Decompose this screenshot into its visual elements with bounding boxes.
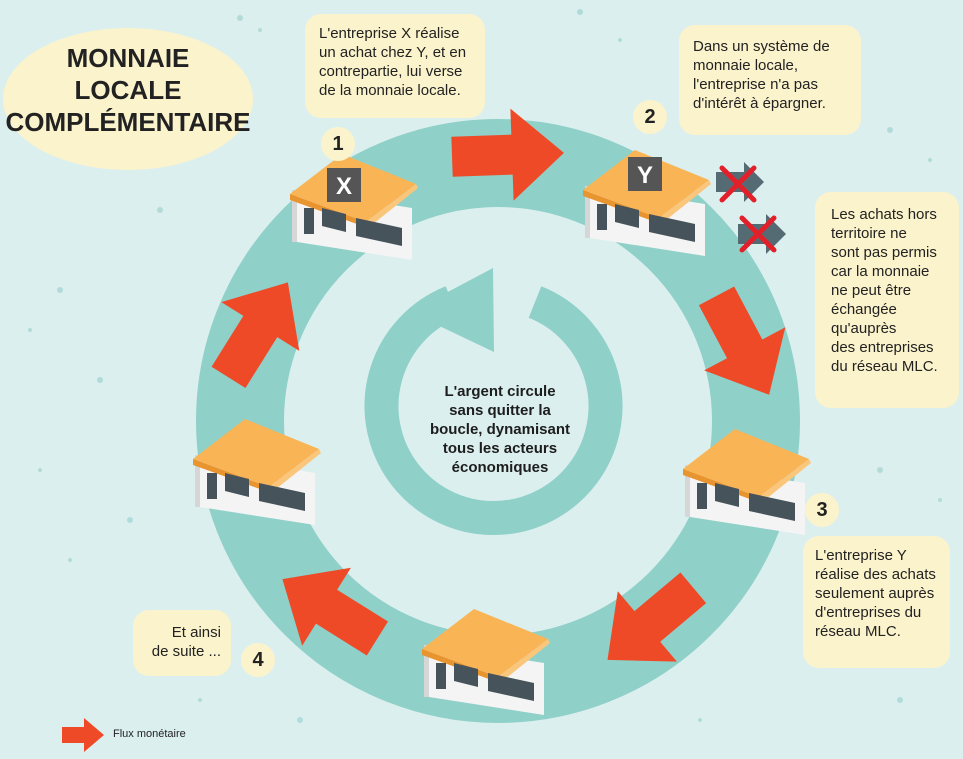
flow-arrow-5 [211, 282, 300, 389]
side-note-text-line: échangée [831, 301, 897, 318]
step-2-number: 2 [633, 100, 667, 134]
step-2-bubble: Dans un système de monnaie locale, l'ent… [679, 25, 861, 135]
flow-arrow-4 [282, 567, 389, 656]
side-note-bubble: Les achats hors territoire ne sont pas p… [815, 192, 959, 408]
step-1-text-line: contrepartie, lui verse [319, 63, 463, 80]
step-3-text-line: seulement auprès [815, 585, 935, 602]
side-note-text-line: du réseau MLC. [831, 358, 938, 375]
step-3-text-line: réalise des achats [815, 566, 936, 583]
side-note-text-line: des entreprises [831, 339, 934, 356]
side-note-text-line: qu'auprès [831, 320, 897, 337]
step-3-bubble: L'entreprise Y réalise des achats seulem… [803, 536, 950, 668]
center-caption-line: boucle, dynamisant [429, 421, 571, 438]
step-4-text-line: de suite ... [151, 643, 221, 660]
step-3-text-line: L'entreprise Y [815, 547, 907, 564]
side-note-text-line: car la monnaie [831, 263, 930, 280]
blocked-external-purchase-arrow [738, 214, 786, 254]
step-1-text-line: de la monnaie locale. [319, 82, 461, 99]
step-3-text-line: d'entreprises du [815, 604, 922, 621]
side-note-text-line: Les achats hors [831, 206, 937, 223]
side-note-text-line: ne peut être [831, 282, 912, 299]
step-2-text-line: Dans un système de [693, 38, 830, 55]
blocked-savings-arrow [716, 162, 764, 203]
step-3-text-line: réseau MLC. [815, 623, 901, 640]
flow-arrow-3 [607, 572, 707, 662]
center-caption-line: économiques [451, 459, 549, 476]
flow-arrow-1 [451, 108, 564, 201]
legend-arrow-icon [62, 718, 104, 752]
flow-arrow-2 [698, 286, 786, 395]
step-2-text-line: d'intérêt à épargner. [693, 95, 826, 112]
step-1-text-line: un achat chez Y, et en [319, 44, 467, 61]
step-4-bubble: Et ainsi de suite ... [133, 610, 231, 676]
step-4-number: 4 [241, 643, 275, 677]
house-x-label: X [336, 173, 352, 200]
house-x-label-box [327, 168, 361, 202]
step-1-text-line: L'entreprise X réalise [319, 25, 460, 42]
step-2-text-line: l'entreprise n'a pas [693, 76, 818, 93]
diagram-title: MONNAIE LOCALE COMPLÉMENTAIRE [3, 28, 253, 170]
house-y-label-box [628, 157, 662, 191]
center-cycle-arrow [364, 268, 623, 535]
title-line-1: MONNAIE [66, 43, 190, 73]
step-1-number: 1 [321, 127, 355, 161]
center-caption-line: sans quitter la [449, 402, 551, 419]
center-caption-line: tous les acteurs [442, 440, 558, 457]
house-y-label: Y [637, 162, 653, 189]
side-note-text-line: sont pas permis [831, 244, 937, 261]
step-3-number: 3 [805, 493, 839, 527]
center-caption: L'argent circule sans quitter la boucle,… [400, 382, 600, 477]
legend-label: Flux monétaire [113, 728, 186, 740]
title-line-2: LOCALE [74, 75, 182, 105]
title-line-3: COMPLÉMENTAIRE [5, 107, 251, 137]
step-1-bubble: L'entreprise X réalise un achat chez Y, … [305, 14, 485, 118]
step-2-text-line: monnaie locale, [693, 57, 799, 74]
center-caption-line: L'argent circule [444, 383, 556, 400]
step-4-text-line: Et ainsi [171, 624, 221, 641]
background-speckles [28, 9, 942, 723]
side-note-text-line: territoire ne [831, 225, 907, 242]
